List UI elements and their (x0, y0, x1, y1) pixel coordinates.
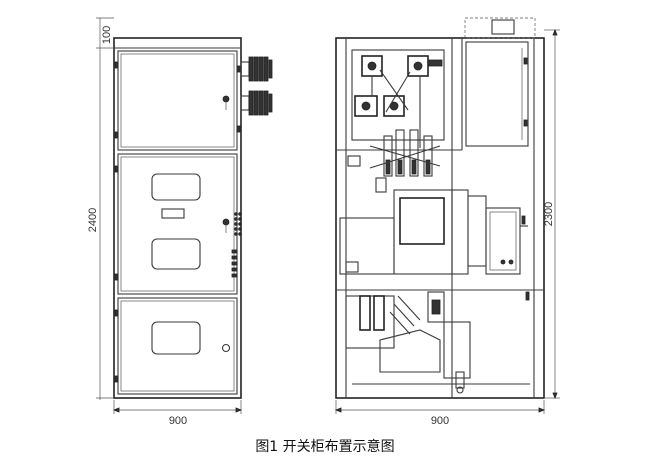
current-transformers-icon (359, 295, 421, 335)
control-switches-icon (231, 249, 238, 278)
dimension-front-width: 900 (169, 415, 187, 427)
upper-door (117, 50, 238, 151)
cable-bracket (379, 329, 441, 373)
upper-door-lock-icon (222, 95, 230, 103)
busbar-clamp-upper-left (361, 55, 383, 77)
contact-spouts (369, 129, 441, 177)
dimension-side-height: 2300 (543, 202, 555, 226)
figure-caption: 图1 开关柜布置示意图 (255, 439, 395, 455)
viewing-window-middle (151, 238, 201, 270)
dimension-front-height: 2400 (87, 208, 99, 232)
bushing-upper-icon (240, 56, 273, 82)
dimension-front-top: 100 (101, 26, 113, 44)
lower-door (117, 297, 238, 395)
bushing-lower-icon (240, 90, 273, 116)
instrument-compartment (465, 41, 529, 147)
breaker-mechanism (485, 207, 521, 275)
side-cabinet-frame (335, 37, 545, 399)
busbar-clamp-lower-left (354, 95, 378, 117)
middle-door (117, 153, 238, 295)
lower-door-lock-icon (221, 343, 231, 353)
indicator-lamps-icon (234, 212, 242, 236)
lifting-lug (491, 19, 515, 35)
cable-connector (427, 291, 445, 323)
front-view (96, 17, 273, 414)
viewing-window-upper (151, 173, 201, 201)
viewing-window-lower (151, 321, 201, 355)
nameplate (161, 208, 185, 219)
busbar-clamp-upper-right (407, 55, 443, 77)
breaker-left-panel (339, 217, 395, 275)
dimension-side-width: 900 (431, 415, 449, 427)
middle-door-handle-icon (222, 218, 230, 226)
busbar-compartment (351, 49, 445, 141)
side-view (334, 17, 560, 414)
